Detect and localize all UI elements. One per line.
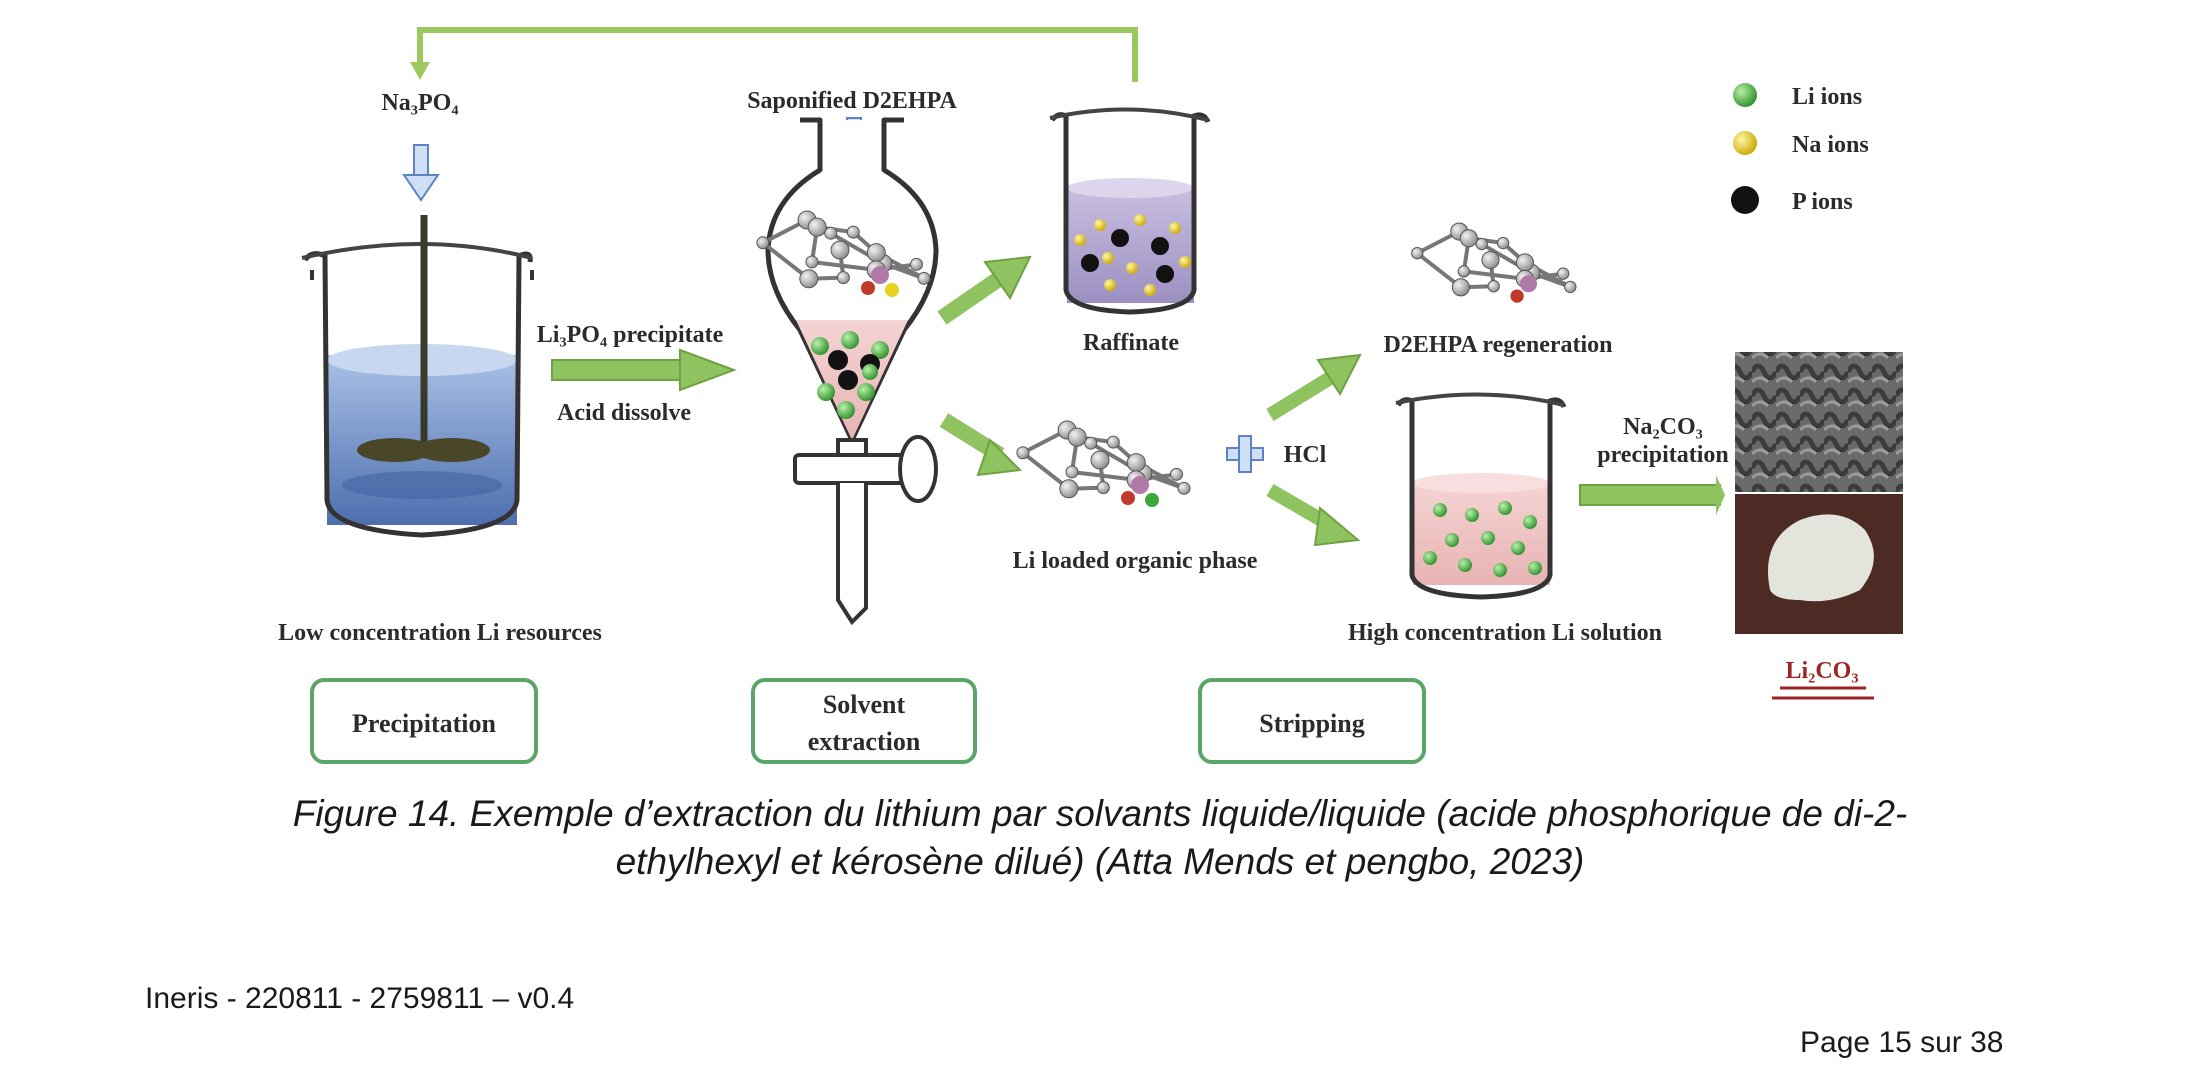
caption-line-1: Figure 14. Exemple d’extraction du lithi… xyxy=(292,793,1908,834)
down-right-arrow-icon xyxy=(1266,483,1361,547)
li2co3-photo xyxy=(1735,494,1903,634)
legend-item-na: Na ions xyxy=(1733,131,1869,158)
d2ehpa-molecule-icon xyxy=(1411,222,1577,303)
d2ehpa-molecule-icon xyxy=(1016,420,1191,507)
stage-precipitation: Precipitation xyxy=(310,678,538,764)
high-conc-label: High concentration Li solution xyxy=(1348,620,1662,646)
precipitation-small-label: precipitation xyxy=(1597,442,1729,468)
stage-stripping: Stripping xyxy=(1198,678,1426,764)
legend-item-p: P ions xyxy=(1731,186,1853,215)
na3po4-label: Na₃PO₄ xyxy=(381,90,458,116)
raffinate-ions xyxy=(1074,214,1191,296)
page-number: Page 15 sur 38 xyxy=(1800,1026,2004,1059)
caption-line-2: ethylhexyl et kérosène dilué) (Atta Mend… xyxy=(615,841,1585,882)
raffinate-beaker xyxy=(1049,107,1211,315)
stage-solvent-label-2: extraction xyxy=(808,727,921,756)
up-right-arrow-icon xyxy=(1266,353,1362,421)
saponified-label: Saponified D2EHPA xyxy=(747,88,957,114)
na2co3-label: Na₂CO₃ xyxy=(1623,414,1703,440)
stage-solvent-label-1: Solvent xyxy=(823,690,906,719)
down-arrow-icon xyxy=(402,144,440,202)
hcl-label: HCl xyxy=(1284,442,1327,468)
stage-solvent-extraction: Solvent extraction xyxy=(751,678,977,764)
sem-image xyxy=(1735,352,1903,492)
right-arrow-icon xyxy=(551,348,737,392)
d2ehpa-regen-label: D2EHPA regeneration xyxy=(1383,332,1612,358)
stripping-beaker xyxy=(1395,392,1567,600)
stage-precipitation-label: Precipitation xyxy=(352,709,496,738)
down-right-arrow-icon xyxy=(939,413,1023,477)
feedback-arrow xyxy=(410,27,1138,82)
acid-dissolve-label: Acid dissolve xyxy=(557,400,691,426)
stage-stripping-label: Stripping xyxy=(1259,709,1365,738)
li-loaded-label: Li loaded organic phase xyxy=(1013,548,1258,574)
d2ehpa-molecule-icon xyxy=(756,210,931,297)
raffinate-label: Raffinate xyxy=(1083,330,1179,356)
legend-na-label: Na ions xyxy=(1792,132,1869,158)
funnel-ions xyxy=(811,331,889,419)
stripping-ions xyxy=(1423,501,1542,577)
figure-caption: Figure 14. Exemple d’extraction du lithi… xyxy=(0,790,2200,886)
document-reference: Ineris - 220811 - 2759811 – v0.4 xyxy=(145,982,575,1015)
up-right-arrow-icon xyxy=(937,255,1032,325)
li2co3-label: Li₂CO₃ xyxy=(1785,658,1858,684)
legend-p-label: P ions xyxy=(1792,189,1853,215)
right-arrow-icon xyxy=(1579,475,1725,515)
legend-item-li: Li ions xyxy=(1733,83,1862,110)
plus-icon xyxy=(1226,435,1264,473)
legend-li-label: Li ions xyxy=(1792,84,1862,110)
low-conc-label: Low concentration Li resources xyxy=(278,620,602,646)
legend: Li ions Na ions P ions xyxy=(1731,83,1869,215)
precipitation-beaker xyxy=(301,215,534,538)
extraction-diagram: Na₃PO₄ Li₃PO₄ precipitate Acid dissolve … xyxy=(278,27,1903,764)
li3po4-label: Li₃PO₄ precipitate xyxy=(537,322,724,348)
